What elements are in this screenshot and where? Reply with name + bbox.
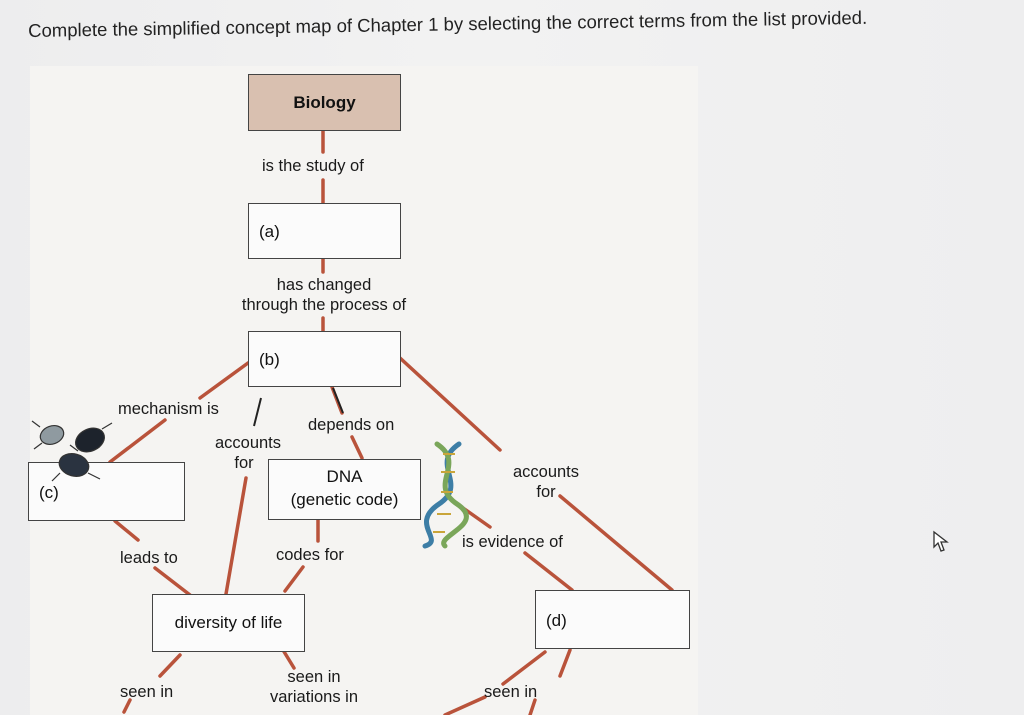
link-is-study-of: is the study of [262,157,364,175]
link-seen-in-left: seen in [120,683,174,701]
box-b[interactable]: (b) [248,331,401,387]
link-is-evidence-of: is evidence of [462,533,563,551]
seen-in-variations-line1: seen in [287,668,341,686]
link-has-changed-line2: through the process of [241,296,407,314]
mouse-cursor-icon [933,530,949,552]
box-a[interactable]: (a) [248,203,401,259]
link-accounts-for-left: accounts for [205,433,291,473]
diversity-of-life-label: diversity of life [174,613,283,632]
box-c-label: (c) [39,483,59,502]
dna-label: DNA [326,467,363,486]
box-b-label: (b) [259,350,280,369]
accounts-for-right-line2: for [536,483,556,501]
diversity-of-life-box: diversity of life [152,594,305,652]
genetic-code-label: (genetic code) [290,490,399,509]
accounts-for-right-line1: accounts [512,463,580,481]
box-d-label: (d) [546,611,567,630]
link-has-changed-line1: has changed [276,276,372,294]
link-has-changed: has changed through the process of [224,275,424,315]
dna-helix-image [422,441,469,549]
biology-label: Biology [293,92,356,112]
link-accounts-for-right: accounts for [505,462,587,502]
beetles-image [31,420,113,482]
box-c[interactable]: (c) [28,462,185,521]
seen-in-variations-line2: variations in [269,688,359,706]
link-mechanism-is: mechanism is [118,400,219,418]
box-a-label: (a) [259,222,280,241]
link-depends-on: depends on [308,416,395,434]
biology-box: Biology [248,74,401,131]
link-seen-in-right: seen in [484,683,538,701]
dna-box: DNA (genetic code) [268,459,421,520]
accounts-for-left-line1: accounts [214,434,282,452]
box-d[interactable]: (d) [535,590,690,649]
link-codes-for: codes for [276,546,344,564]
link-leads-to: leads to [120,549,178,567]
link-seen-in-variations: seen in variations in [258,667,370,707]
accounts-for-left-line2: for [234,454,254,472]
